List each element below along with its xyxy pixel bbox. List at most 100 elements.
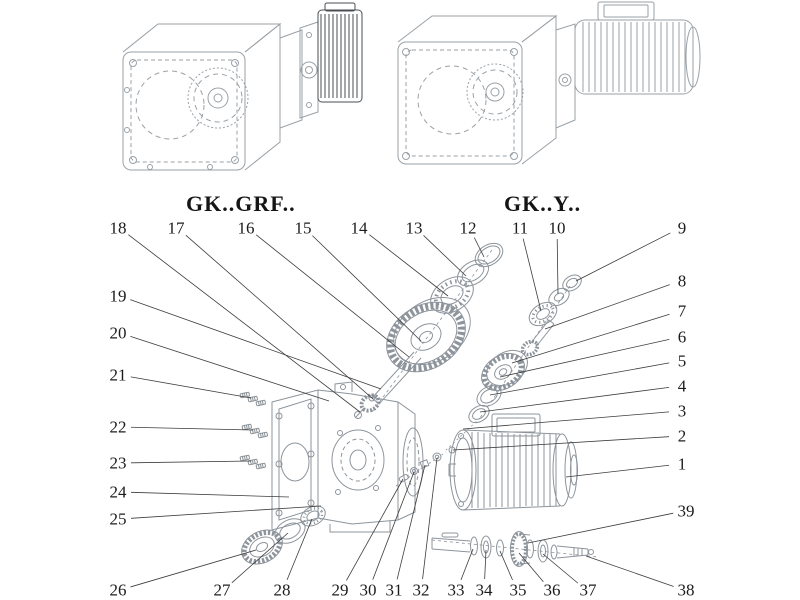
callout-37: 37 xyxy=(579,580,597,600)
gear-housing xyxy=(317,381,424,533)
ring-4 xyxy=(476,385,502,407)
seal-ring-3 xyxy=(468,404,490,424)
pinion-shaft xyxy=(354,351,422,419)
callout-18: 18 xyxy=(109,218,127,238)
leader-line-23 xyxy=(130,460,252,464)
input-ring xyxy=(456,259,490,287)
leader-line-17 xyxy=(185,234,374,400)
leader-line-6 xyxy=(499,338,670,378)
callout-35: 35 xyxy=(509,580,527,600)
callout-3: 3 xyxy=(677,401,687,421)
bevel-pinion-shaft-8 xyxy=(520,319,555,357)
leader-line-1 xyxy=(565,464,670,478)
leader-line-24 xyxy=(130,491,290,498)
callout-21: 21 xyxy=(109,365,127,385)
leader-line-32 xyxy=(422,457,438,580)
callout-12: 12 xyxy=(459,218,477,238)
leader-line-26 xyxy=(130,549,257,588)
leader-line-20 xyxy=(130,335,330,402)
callout-7: 7 xyxy=(677,301,687,321)
leader-line-29 xyxy=(346,478,404,581)
callout-33: 33 xyxy=(447,580,465,600)
leader-line-12 xyxy=(473,237,485,258)
callout-6: 6 xyxy=(677,327,687,347)
callout-14: 14 xyxy=(350,218,368,238)
leader-line-28 xyxy=(286,518,313,581)
leader-line-5 xyxy=(489,362,670,396)
leader-line-15 xyxy=(312,235,422,342)
callout-25: 25 xyxy=(109,509,127,529)
leader-line-10 xyxy=(556,238,559,295)
callout-32: 32 xyxy=(412,580,430,600)
leader-line-35 xyxy=(499,550,513,581)
callout-22: 22 xyxy=(109,417,127,437)
electric-motor xyxy=(448,413,578,511)
callout-38: 38 xyxy=(677,580,695,600)
callout-29: 29 xyxy=(331,580,349,600)
callout-15: 15 xyxy=(294,218,312,238)
callout-11: 11 xyxy=(511,218,529,238)
input-bearing xyxy=(430,276,474,314)
leader-line-2 xyxy=(452,436,670,451)
variant-label-gkgrf: GK..GRF.. xyxy=(186,191,296,216)
leader-line-22 xyxy=(130,426,254,431)
callout-23: 23 xyxy=(109,453,127,473)
leader-line-9 xyxy=(575,232,671,282)
callout-20: 20 xyxy=(109,323,127,343)
callout-9: 9 xyxy=(677,218,687,238)
leader-line-39 xyxy=(527,512,674,544)
exploded-view xyxy=(239,242,599,567)
leader-line-11 xyxy=(522,238,542,312)
leader-line-38 xyxy=(585,555,674,587)
callout-39: 39 xyxy=(677,501,695,521)
leader-line-4 xyxy=(479,387,670,413)
leader-line-19 xyxy=(130,299,382,390)
brake-cover-ribbed-block xyxy=(317,2,363,103)
callout-4: 4 xyxy=(677,376,687,396)
callout-2: 2 xyxy=(677,426,687,446)
leader-line-37 xyxy=(542,553,579,584)
leader-line-16 xyxy=(255,234,410,358)
leader-line-14 xyxy=(369,234,449,297)
callout-16: 16 xyxy=(237,218,255,238)
leader-line-21 xyxy=(130,376,252,399)
callout-10: 10 xyxy=(548,218,566,238)
flange-bolts xyxy=(239,391,269,470)
variant-label-gky: GK..Y.. xyxy=(504,191,582,216)
leader-line-27 xyxy=(231,532,289,584)
callout-13: 13 xyxy=(405,218,423,238)
leader-line-25 xyxy=(130,505,322,519)
callout-19: 19 xyxy=(109,286,127,306)
callout-27: 27 xyxy=(213,580,231,600)
callout-36: 36 xyxy=(543,580,561,600)
leader-line-13 xyxy=(423,235,467,277)
leader-line-18 xyxy=(128,234,361,413)
leader-line-33 xyxy=(460,548,474,580)
callout-34: 34 xyxy=(475,580,493,600)
output-shaft-assembly xyxy=(431,531,594,567)
big-gear xyxy=(386,297,471,373)
callout-1: 1 xyxy=(677,454,687,474)
callout-17: 17 xyxy=(167,218,185,238)
leader-line-36 xyxy=(518,552,544,583)
callout-31: 31 xyxy=(385,580,403,600)
leader-line-34 xyxy=(484,549,487,580)
gearbox-drawing-gkgrf xyxy=(122,21,319,171)
leader-line-31 xyxy=(396,464,426,580)
callout-8: 8 xyxy=(677,271,687,291)
leader-line-3 xyxy=(462,411,670,430)
leader-line-30 xyxy=(372,471,415,580)
callout-5: 5 xyxy=(677,351,687,371)
callout-24: 24 xyxy=(109,482,127,502)
output-bearing-set xyxy=(241,505,326,565)
callout-28: 28 xyxy=(273,580,291,600)
leader-line-7 xyxy=(511,313,670,364)
gearbox-drawing-gky xyxy=(397,1,701,165)
leader-lines xyxy=(128,232,674,588)
small-ring-9 xyxy=(562,274,582,292)
callout-26: 26 xyxy=(109,580,127,600)
leader-line-8 xyxy=(544,284,670,330)
callout-30: 30 xyxy=(359,580,377,600)
